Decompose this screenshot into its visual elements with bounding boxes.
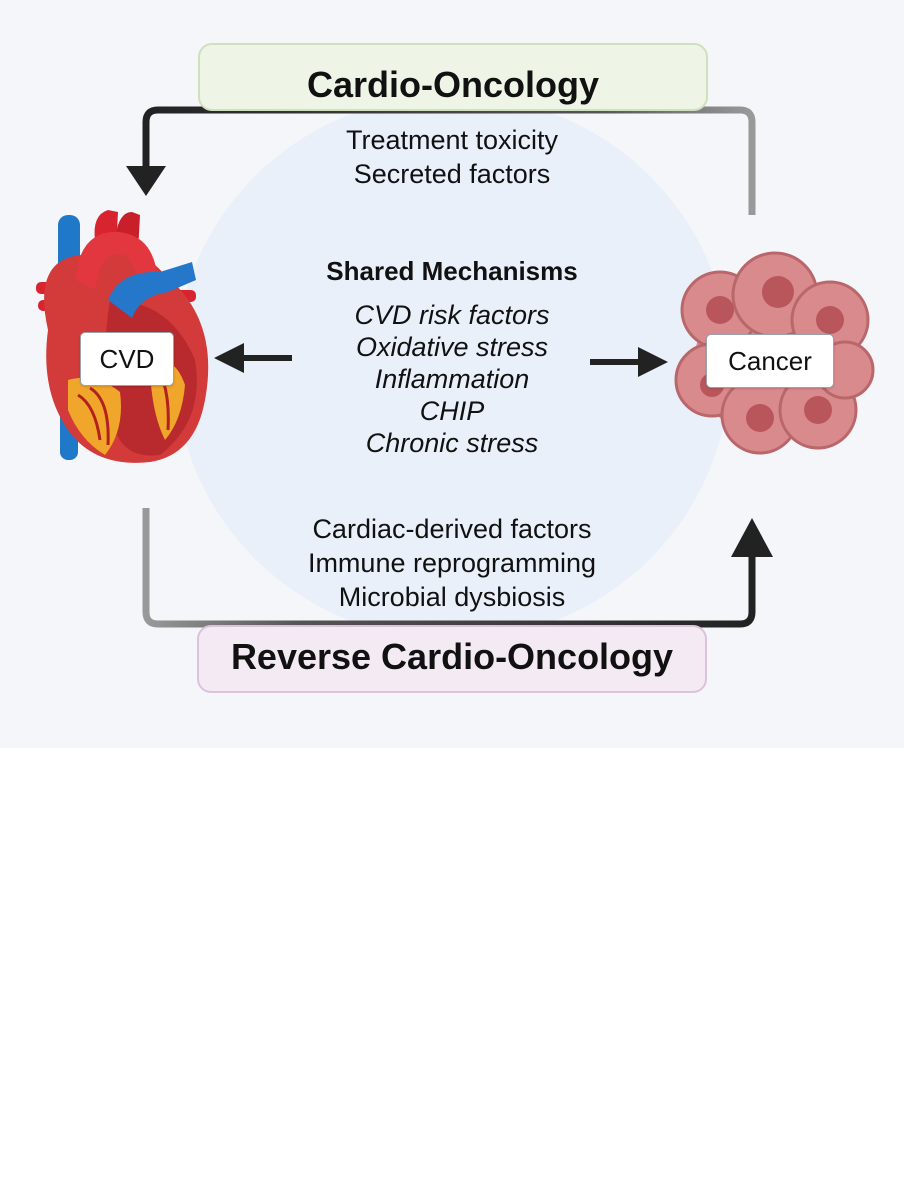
- arrow-to-cancer: [590, 347, 668, 377]
- shared-mechanisms-circle: [175, 95, 730, 640]
- reverse-cardio-oncology-title-text: Reverse Cardio-Oncology: [230, 636, 674, 677]
- cardio-oncology-title-text: Cardio-Oncology: [306, 64, 599, 105]
- mechanism-item: Inflammation: [374, 364, 530, 394]
- bottom-item-cardiac-derived-factors: Cardiac-derived factors: [312, 514, 592, 544]
- top-item-secreted-factors: Secreted factors: [353, 159, 551, 189]
- mechanism-item: Oxidative stress: [355, 332, 549, 362]
- cancer-label-text: Cancer: [728, 345, 812, 376]
- cvd-label-text: CVD: [99, 343, 155, 374]
- mechanism-item: CHIP: [419, 396, 485, 426]
- arrow-to-cvd: [214, 343, 292, 373]
- reverse-cardio-oncology-title: Reverse Cardio-Oncology: [197, 625, 707, 693]
- cvd-label: CVD: [80, 332, 174, 386]
- top-item-treatment-toxicity: Treatment toxicity: [345, 125, 559, 155]
- cancer-label: Cancer: [706, 334, 834, 388]
- cardio-oncology-title: Cardio-Oncology: [198, 43, 708, 111]
- bottom-item-microbial-dysbiosis: Microbial dysbiosis: [338, 582, 566, 612]
- reverse-cardio-oncology-arrow: [142, 508, 773, 628]
- mechanism-item: CVD risk factors: [354, 300, 550, 330]
- shared-mechanisms-heading: Shared Mechanisms: [326, 256, 578, 286]
- bottom-item-immune-reprogramming: Immune reprogramming: [307, 548, 597, 578]
- mechanism-item: Chronic stress: [365, 428, 539, 458]
